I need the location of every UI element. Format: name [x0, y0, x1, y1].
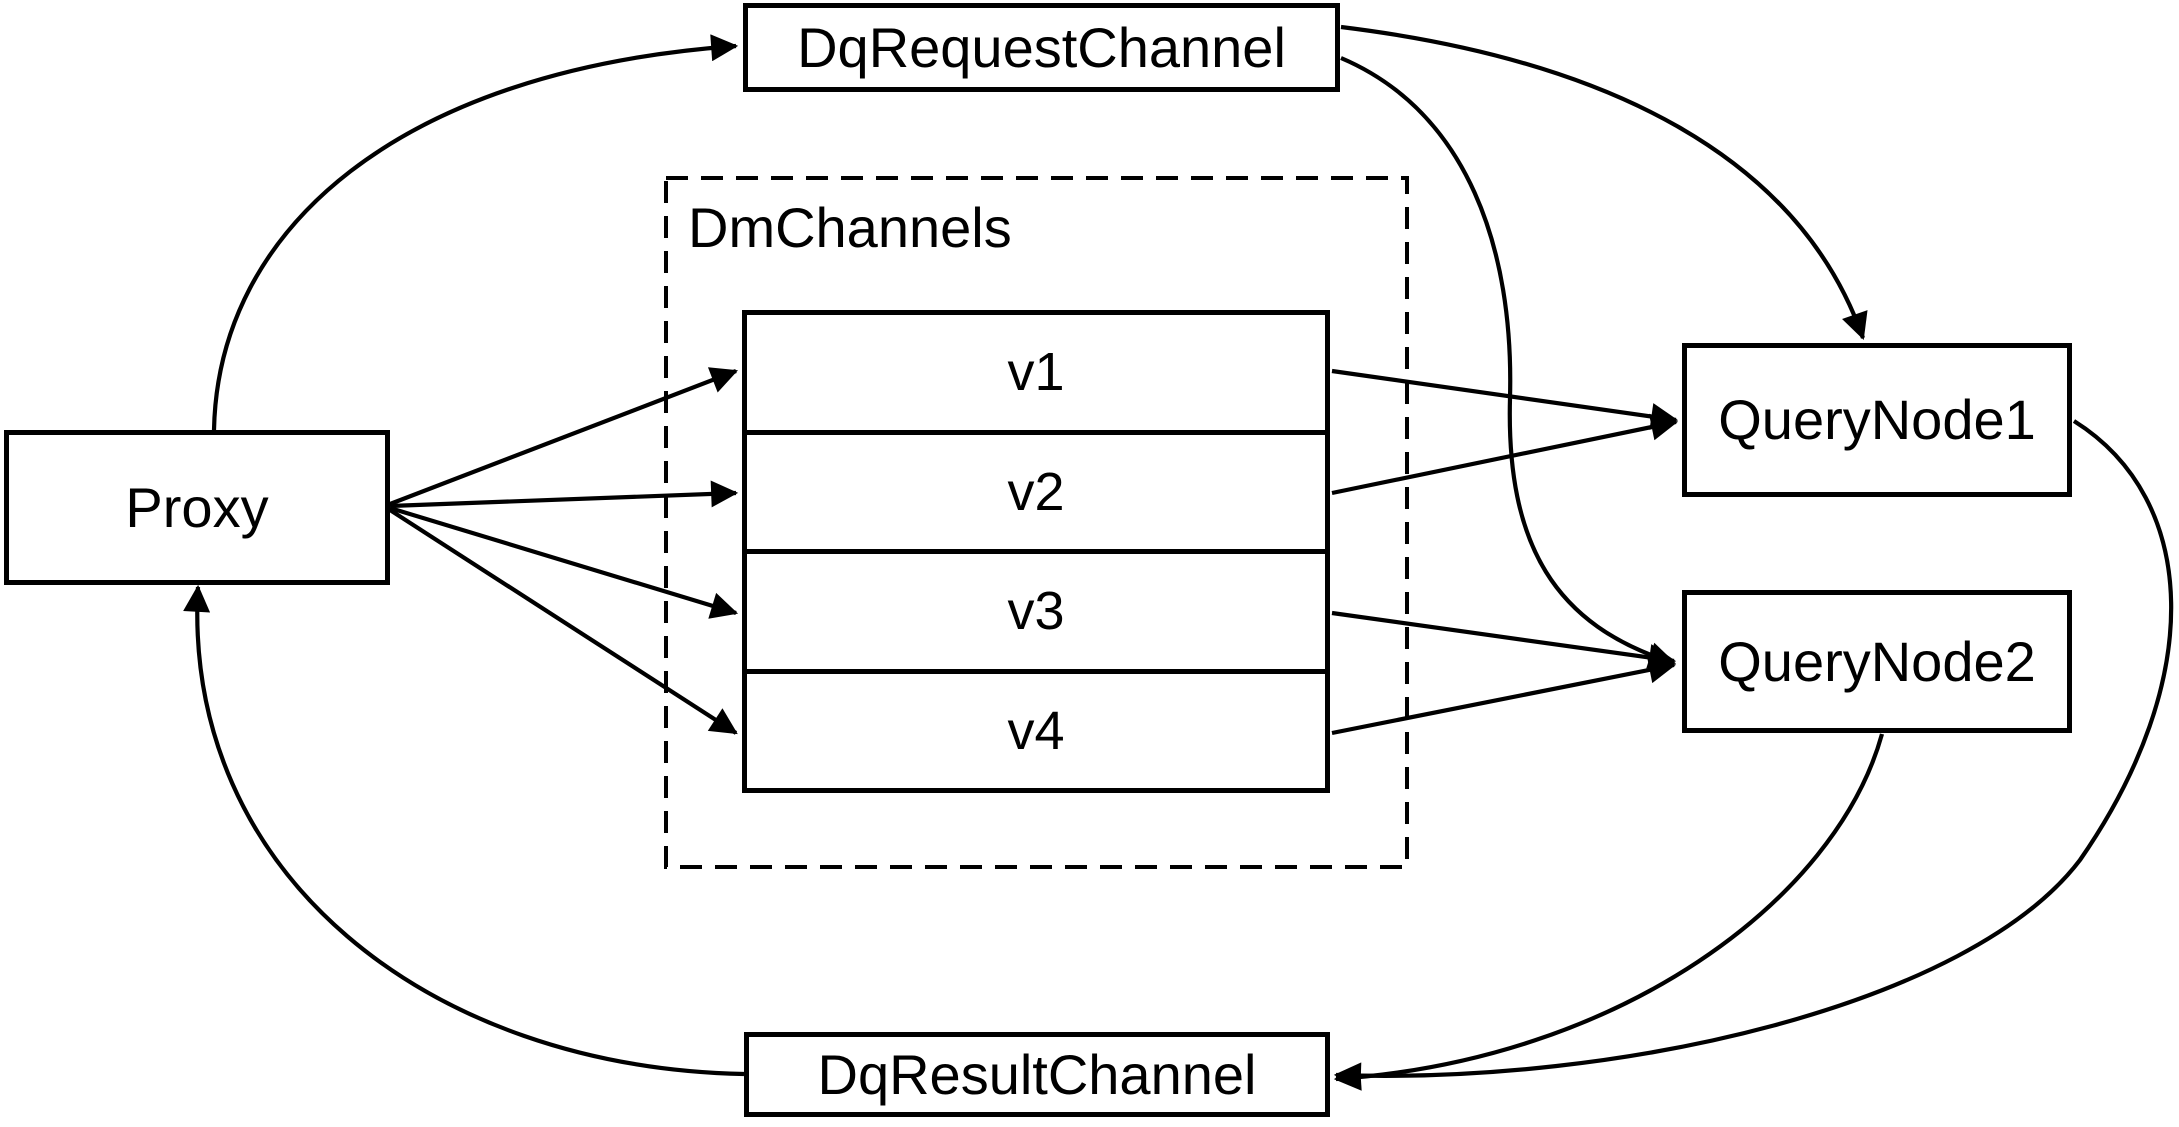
edge-query-node-2-to-dq-result-channel — [1333, 733, 1885, 1091]
node-proxy-label: Proxy — [125, 475, 269, 539]
dm-channels-boundary — [664, 176, 1409, 869]
edge-dq-request-channel-to-query-node-2 — [1340, 56, 1677, 669]
edge-v1-to-query-node-1 — [1331, 368, 1679, 430]
node-dq-result-channel-label: DqResultChannel — [817, 1042, 1257, 1106]
edge-v4-to-query-node-2 — [1331, 656, 1677, 736]
edge-query-node-1-to-dq-result-channel — [1333, 419, 2174, 1090]
channel-row-v1: v1 — [1007, 342, 1065, 403]
edge-proxy-to-dq-request-channel — [211, 34, 739, 431]
node-query-node-1: QueryNode1 — [1682, 343, 2072, 497]
node-dq-result-channel: DqResultChannel — [744, 1032, 1330, 1117]
edge-v3-to-query-node-2 — [1331, 610, 1677, 671]
dm-channels-stack: v1 v2 v3 v4 — [742, 310, 1330, 793]
edge-dq-result-channel-to-proxy — [183, 584, 745, 1077]
edge-proxy-to-v1 — [389, 367, 739, 506]
node-query-node-2: QueryNode2 — [1682, 590, 2072, 733]
node-proxy: Proxy — [4, 430, 390, 585]
edge-proxy-to-v3 — [389, 505, 739, 619]
edge-proxy-to-v4 — [388, 508, 738, 735]
node-query-node-1-label: QueryNode1 — [1718, 388, 2036, 451]
dm-channels-group-label: DmChannels — [688, 196, 1012, 259]
node-dq-request-channel-label: DqRequestChannel — [797, 15, 1286, 79]
edge-dq-request-channel-to-query-node-1 — [1340, 24, 1868, 341]
channel-row-v3: v3 — [747, 549, 1325, 669]
channel-row-v4: v4 — [747, 668, 1325, 789]
node-dq-request-channel: DqRequestChannel — [743, 3, 1340, 92]
channel-row-v2: v2 — [747, 429, 1325, 550]
edge-v2-to-query-node-1 — [1331, 413, 1679, 496]
edge-proxy-to-v2 — [389, 480, 739, 509]
node-query-node-2-label: QueryNode2 — [1718, 629, 2036, 693]
